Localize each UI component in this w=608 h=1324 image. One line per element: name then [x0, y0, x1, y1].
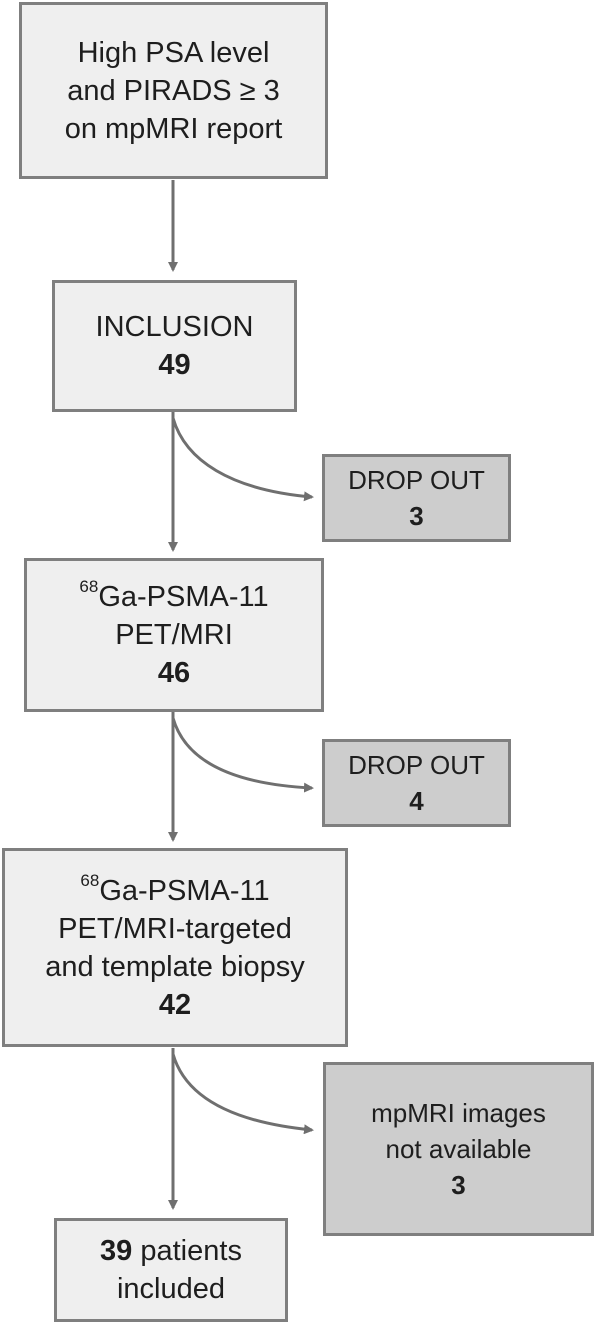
dropout-1-count: 3 — [409, 501, 424, 531]
biopsy-line-3: and template biopsy — [45, 950, 305, 983]
biopsy-count: 42 — [158, 988, 192, 1021]
biopsy-box: 68Ga-PSMA-11 PET/MRI-targeted and templa… — [2, 848, 348, 1047]
pet-mri-line-2: PET/MRI — [115, 619, 233, 651]
pet-mri-line-1: 68Ga-PSMA-11 — [79, 578, 268, 616]
final-line-2: included — [116, 1273, 226, 1305]
dropout-1-label: DROP OUT — [348, 465, 485, 495]
final-line-1: 39 patients — [100, 1232, 242, 1270]
start-line-3: on mpMRI report — [64, 112, 283, 145]
biopsy-line-1: 68Ga-PSMA-11 — [80, 872, 269, 910]
final-box: 39 patients included — [54, 1218, 288, 1322]
arrow-to-dropout-1 — [171, 417, 314, 502]
inclusion-label: INCLUSION — [95, 311, 254, 343]
pet-mri-box: 68Ga-PSMA-11 PET/MRI 46 — [24, 558, 324, 712]
excluded-line-1: mpMRI images — [371, 1098, 546, 1128]
inclusion-count: 49 — [158, 349, 191, 381]
dropout-2-count: 4 — [409, 786, 424, 816]
inclusion-box: INCLUSION 49 — [52, 280, 297, 412]
arrow-to-dropout-2 — [171, 717, 314, 793]
dropout-box-1: DROP OUT 3 — [322, 454, 511, 542]
final-count: 39 — [100, 1235, 133, 1267]
biopsy-line-2: PET/MRI-targeted — [58, 912, 292, 945]
biopsy-tracer: Ga-PSMA-11 — [99, 874, 270, 907]
dropout-box-2: DROP OUT 4 — [322, 739, 511, 827]
excluded-line-2: not available — [385, 1134, 532, 1164]
start-box: High PSA level and PIRADS ≥ 3 on mpMRI r… — [19, 2, 328, 179]
start-line-1: High PSA level — [77, 36, 270, 69]
start-line-2: and PIRADS ≥ 3 — [67, 74, 280, 107]
pet-mri-count: 46 — [157, 657, 191, 689]
pet-mri-isotope: 68 — [79, 577, 99, 597]
dropout-2-label: DROP OUT — [348, 750, 485, 780]
excluded-count: 3 — [451, 1170, 466, 1200]
biopsy-isotope: 68 — [80, 870, 100, 890]
excluded-box: mpMRI images not available 3 — [323, 1062, 594, 1236]
final-suffix: patients — [132, 1235, 242, 1267]
arrow-to-excluded — [171, 1053, 314, 1135]
pet-mri-tracer: Ga-PSMA-11 — [98, 581, 269, 613]
